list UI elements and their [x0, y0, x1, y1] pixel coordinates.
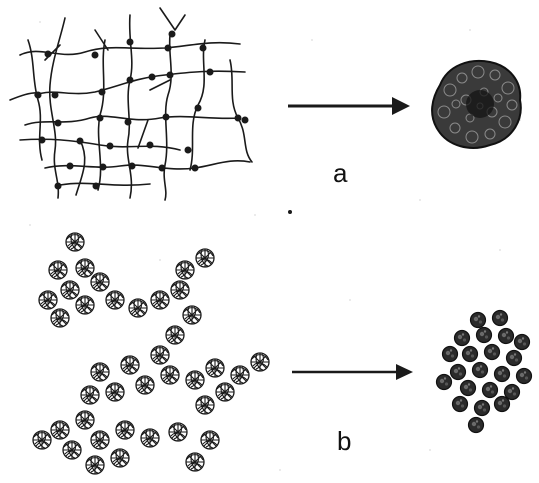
- stray-dot: [288, 210, 292, 214]
- crosslinked-polymer-network-icon: [10, 8, 252, 200]
- arrow-right-icon: [288, 97, 410, 115]
- branched-cluster-aggregate-icon: [33, 233, 269, 474]
- label-a: a: [333, 158, 348, 188]
- collapsed-globule-icon: [432, 61, 521, 148]
- compact-particles-icon: [437, 311, 532, 433]
- arrow-right-icon: [292, 364, 413, 380]
- label-b: b: [337, 426, 351, 456]
